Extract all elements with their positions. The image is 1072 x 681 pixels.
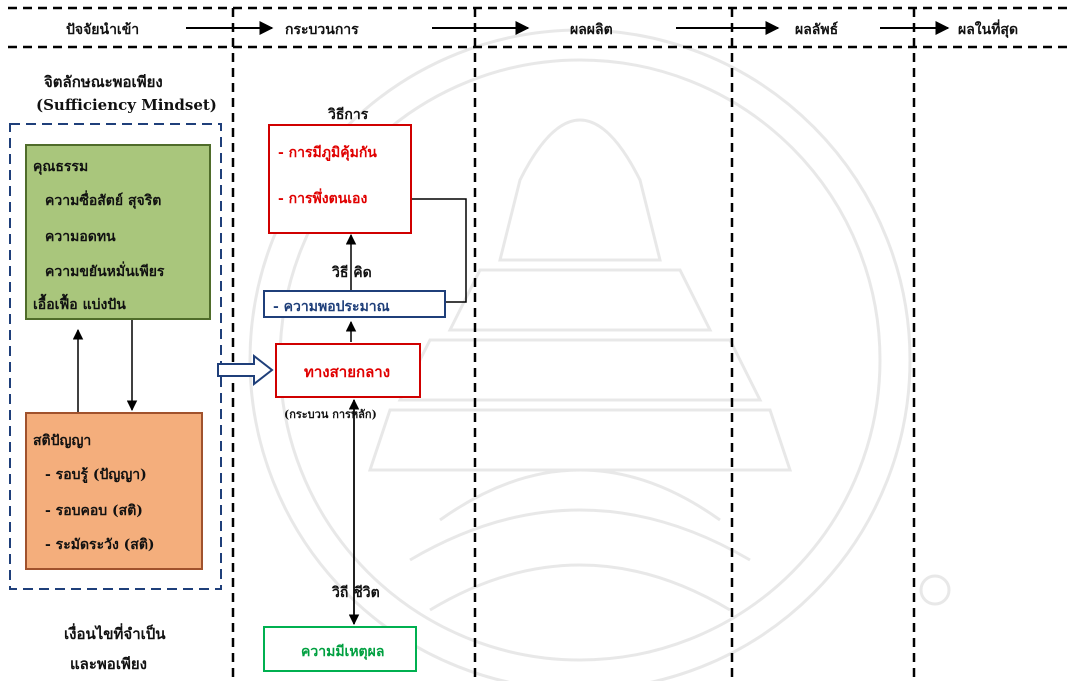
wisdom-item: - รอบคอบ (สติ): [45, 503, 143, 519]
condition-label-line1: เงื่อนไขที่จำเป็น: [64, 625, 166, 643]
reasonable-text: ความมีเหตุผล: [301, 644, 385, 660]
method-box: - การมีภูมิคุ้มกัน - การพึ่งตนเอง: [268, 124, 412, 234]
living-label: วิถี ชีวิต: [332, 585, 380, 601]
moderation-box: - ความพอประมาณ: [263, 290, 446, 318]
wisdom-item: - ระมัดระวัง (สติ): [45, 537, 155, 553]
header-inputs: ปัจจัยนำเข้า: [66, 22, 140, 38]
wisdom-heading: สติปัญญา: [33, 433, 92, 449]
method-item-self-reliance: - การพึ่งตนเอง: [278, 191, 368, 207]
header-output: ผลผลิต: [570, 22, 613, 38]
mindset-title: จิตลักษณะพอเพียง: [44, 73, 163, 91]
wisdom-item: - รอบรู้ (ปัญญา): [45, 467, 147, 483]
moderation-text: - ความพอประมาณ: [273, 299, 390, 315]
virtue-item: เอื้อเฟื้อ แบ่งปัน: [33, 297, 126, 313]
header-process: กระบวนการ: [285, 22, 359, 38]
middle-path-text: ทางสายกลาง: [304, 363, 391, 381]
header-outcome: ผลลัพธ์: [795, 22, 839, 38]
thinking-label: วิธี คิด: [332, 265, 372, 281]
wisdom-box: สติปัญญา - รอบรู้ (ปัญญา) - รอบคอบ (สติ)…: [25, 412, 203, 570]
virtue-box: คุณธรรม ความซื่อสัตย์ สุจริต ความอดทน คว…: [25, 144, 211, 320]
header-impact: ผลในที่สุด: [958, 22, 1019, 38]
virtue-item: ความอดทน: [45, 229, 116, 245]
reasonable-box: ความมีเหตุผล: [263, 626, 417, 672]
method-label: วิธีการ: [328, 107, 369, 123]
virtue-heading: คุณธรรม: [33, 159, 89, 175]
method-item-immunity: - การมีภูมิคุ้มกัน: [278, 145, 377, 161]
middle-path-box: ทางสายกลาง: [275, 343, 421, 398]
virtue-item: ความซื่อสัตย์ สุจริต: [45, 193, 162, 209]
mindset-title-en: (Sufficiency Mindset): [36, 96, 217, 114]
core-process-label: (กระบวน การหลัก): [284, 408, 377, 421]
condition-label-line2: และพอเพียง: [70, 655, 147, 673]
virtue-item: ความขยันหมั่นเพียร: [45, 264, 165, 280]
